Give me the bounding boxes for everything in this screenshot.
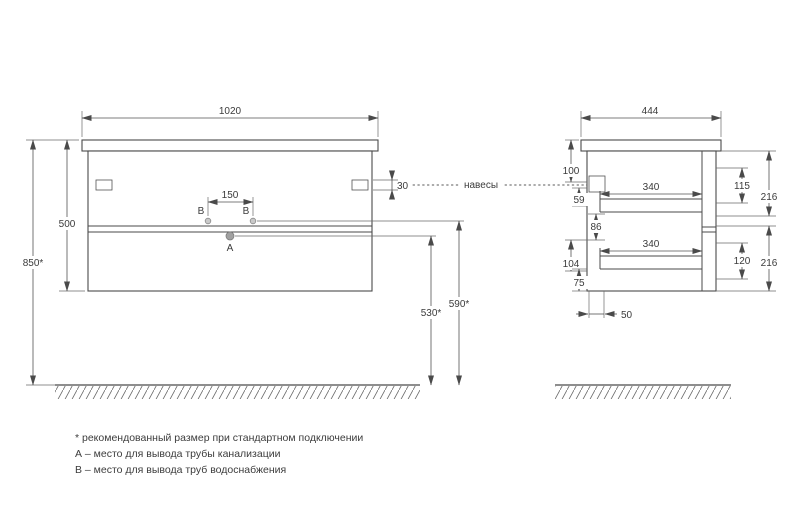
- dimension-width: 1020: [81, 106, 379, 137]
- note-recommended-size: * рекомендованный размер при стандартном…: [75, 432, 363, 444]
- dimension-drain-height: 530*: [416, 235, 446, 386]
- point-b-left-marker: [204, 217, 212, 225]
- point-b-right-marker: [249, 217, 257, 225]
- dim-back-gap-label: 50: [621, 310, 633, 321]
- dim-mid-gap-label: 86: [590, 222, 602, 233]
- dim-side-top-label: 216: [761, 192, 778, 203]
- dimension-hanger-offset: 30: [373, 170, 409, 200]
- hanger-right: [351, 179, 369, 191]
- note-point-b: B – место для вывода труб водоснабжения: [75, 464, 286, 476]
- dim-hanger-height-label: 59: [573, 195, 585, 206]
- dimension-drawer-bottom-depth: 340: [599, 239, 703, 254]
- floor-left: [55, 384, 420, 399]
- dimension-side-bottom-216: 216: [716, 225, 782, 292]
- hanger-left: [95, 179, 113, 191]
- side-cabinet-body: [586, 150, 717, 292]
- floor-right: [555, 384, 731, 399]
- front-view: 1020 500 850* 150 B B: [18, 106, 599, 386]
- dimension-supply-height: 590*: [444, 220, 474, 386]
- dimension-top-100: 100: [558, 139, 587, 183]
- dim-outlet-spacing-label: 150: [222, 190, 239, 201]
- dimension-outlet-spacing: 150: [207, 190, 254, 216]
- dimension-back-gap-50: 50: [576, 291, 633, 321]
- dim-depth-label: 444: [642, 106, 659, 117]
- dim-front-bottom-label: 120: [734, 256, 751, 267]
- dim-bottom-clearance-label: 75: [573, 278, 585, 289]
- dimension-depth: 444: [580, 106, 722, 137]
- footnotes: * рекомендованный размер при стандартном…: [75, 432, 363, 476]
- dim-drawer-top-label: 340: [643, 182, 660, 193]
- hangers-label: навесы: [464, 180, 498, 191]
- dim-drawer-bottom-label: 340: [643, 239, 660, 250]
- dim-side-bottom-label: 216: [761, 258, 778, 269]
- point-b-left-label: B: [198, 206, 205, 217]
- dimension-hanger-height-59: 59: [569, 187, 589, 207]
- dim-top-label: 100: [563, 166, 580, 177]
- note-point-a: А – место для вывода трубы канализации: [75, 448, 281, 460]
- dim-width-label: 1020: [219, 106, 242, 117]
- point-a-label: А: [227, 243, 234, 254]
- hanger-bracket: [588, 175, 606, 193]
- dimension-bottom-clearance-75: 75: [569, 268, 589, 292]
- dim-mount-height-label: 850*: [23, 258, 44, 269]
- dimension-mount-height: 850*: [18, 139, 79, 386]
- dim-height-label: 500: [59, 219, 76, 230]
- side-view: 444 340 340 86 100: [558, 106, 782, 321]
- front-countertop: [81, 139, 379, 152]
- dimension-lower-box-104: 104: [558, 239, 587, 272]
- point-b-right-label: B: [243, 206, 250, 217]
- dim-front-top-label: 115: [734, 181, 750, 192]
- dim-lower-box-label: 104: [563, 259, 580, 270]
- dimension-side-top-216: 216: [716, 150, 782, 217]
- side-countertop: [580, 139, 722, 152]
- point-a-marker: [225, 231, 235, 241]
- hangers-leader: навесы: [412, 180, 599, 191]
- dim-supply-height-label: 590*: [449, 299, 470, 310]
- dimension-front-bottom-120: 120: [716, 242, 755, 280]
- dim-drain-height-label: 530*: [421, 308, 442, 319]
- dimension-drawer-top-depth: 340: [599, 182, 703, 197]
- dimension-front-top-115: 115: [716, 167, 755, 204]
- dimension-height: 500: [53, 139, 85, 292]
- dim-hanger-offset-label: 30: [397, 181, 409, 192]
